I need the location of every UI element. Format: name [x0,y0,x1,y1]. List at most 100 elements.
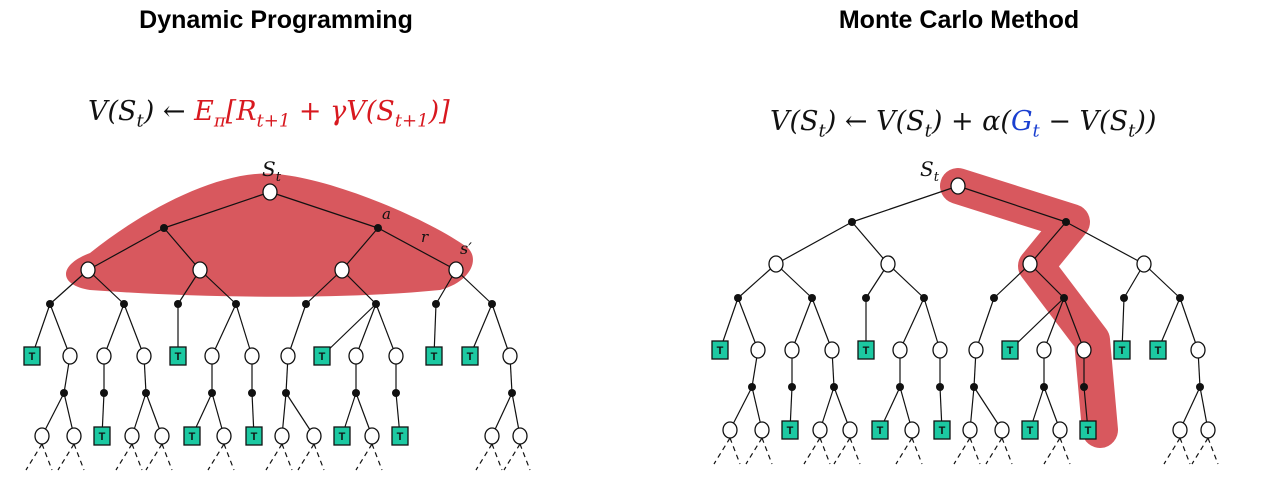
terminal-node: T [245,426,263,446]
terminal-box [781,420,799,440]
state-node [334,261,350,279]
mc-return-term: Gt [1010,106,1040,142]
continuation-edge [729,437,741,465]
action-node [1040,383,1048,391]
continuation-edge [1179,437,1191,465]
tree-edge [923,297,941,351]
tree-edge [163,227,201,271]
action-node [734,294,742,302]
state-node [502,347,518,365]
terminal-label: T [1119,345,1126,357]
continuation-edge [1191,437,1209,465]
terminal-box [183,426,201,446]
action-node [374,224,382,232]
action-node [1080,383,1088,391]
tree-edge [377,227,457,271]
continuation-edge [833,437,851,465]
terminal-box [1113,340,1131,360]
continuation-edge [1001,437,1013,465]
state-node [124,427,140,445]
terminal-label: T [251,431,258,443]
state-node [892,341,908,359]
action-node [920,294,928,302]
terminal-box [1021,420,1039,440]
continuation-edge [57,443,75,471]
tree-edge [993,263,1031,299]
terminal-box [1001,340,1019,360]
terminal-node: T [425,346,443,366]
tree-edge [103,303,125,357]
continuation-edge [1207,437,1219,465]
continuation-edge [969,437,981,465]
continuation-edge [313,443,325,471]
tree-edge [199,269,237,305]
action-node [1060,294,1068,302]
terminal-label: T [467,351,474,363]
terminal-node: T [1079,420,1097,440]
continuation-edge [25,443,43,471]
action-node [862,294,870,302]
terminal-box [245,426,263,446]
action-node [1062,218,1070,226]
state-node [812,421,828,439]
continuation-edge [803,437,821,465]
state-node [1036,341,1052,359]
action-node [970,383,978,391]
continuation-edge [223,443,235,471]
continuation-edge [1043,437,1061,465]
state-node [154,427,170,445]
action-node [208,389,216,397]
state-node [192,261,208,279]
terminal-node: T [93,426,111,446]
terminal-label: T [1027,425,1034,437]
state-node [754,421,770,439]
state-node [34,427,50,445]
terminal-node: T [391,426,409,446]
terminal-node: T [333,426,351,446]
state-node [784,341,800,359]
state-node [1172,421,1188,439]
tree-edge [375,303,397,357]
mc-title: Monte Carlo Method [838,6,1080,34]
state-node [722,421,738,439]
terminal-box [93,426,111,446]
action-node [392,389,400,397]
terminal-label: T [1007,345,1014,357]
tree-edge [737,263,777,299]
tree-edge [791,297,813,351]
continuation-edge [519,443,531,471]
tree-edges [713,185,1219,465]
terminal-label: T [717,345,724,357]
mc-root-label: St [920,157,940,185]
terminal-label: T [939,425,946,437]
state-node [80,261,96,279]
state-node [216,427,232,445]
continuation-edge [265,443,283,471]
terminal-label: T [29,351,36,363]
continuation-edge [475,443,493,471]
continuation-edge [207,443,225,471]
action-node [936,383,944,391]
terminal-node: T [169,346,187,366]
tree-edge [775,263,813,299]
continuation-edge [115,443,133,471]
terminal-box [391,426,409,446]
tree-edge [87,269,125,305]
action-node [302,300,310,308]
state-node [1076,341,1092,359]
continuation-edge [73,443,85,471]
tree-edge [321,303,377,357]
state-node [1052,421,1068,439]
state-node [388,347,404,365]
tree-edge [163,191,271,229]
tree-edge [287,303,307,357]
terminal-node: T [461,346,479,366]
tree-edge [49,269,89,305]
terminal-label: T [319,351,326,363]
state-node [280,347,296,365]
terminal-node: T [933,420,951,440]
terminal-box [857,340,875,360]
terminal-node: T [313,346,331,366]
terminal-node: T [1021,420,1039,440]
